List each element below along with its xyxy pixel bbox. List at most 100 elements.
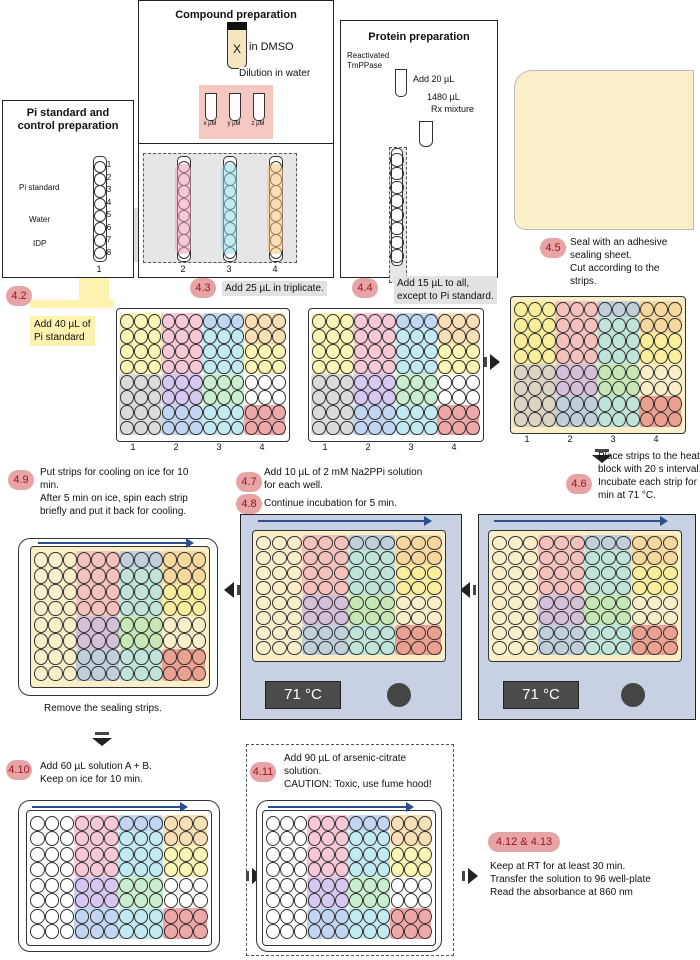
well bbox=[507, 565, 523, 581]
well bbox=[271, 595, 287, 611]
well bbox=[89, 908, 104, 924]
well bbox=[133, 405, 148, 421]
well bbox=[272, 359, 286, 375]
well bbox=[163, 846, 179, 862]
direction-arrow bbox=[268, 802, 414, 812]
well bbox=[362, 877, 377, 893]
protein-strip bbox=[390, 148, 404, 266]
well bbox=[230, 329, 245, 344]
well bbox=[279, 862, 294, 878]
well bbox=[177, 665, 192, 682]
well bbox=[93, 160, 107, 174]
well bbox=[326, 405, 340, 421]
well bbox=[362, 815, 377, 831]
well bbox=[507, 550, 523, 566]
well bbox=[279, 877, 294, 893]
well bbox=[492, 550, 508, 566]
well bbox=[418, 831, 432, 847]
well bbox=[631, 625, 647, 641]
step-4-5-badge: 4.5 bbox=[540, 238, 566, 258]
well bbox=[163, 908, 179, 924]
well bbox=[528, 412, 542, 428]
well bbox=[542, 380, 556, 396]
well bbox=[120, 616, 135, 633]
well bbox=[556, 364, 570, 381]
well bbox=[266, 877, 280, 893]
well bbox=[133, 374, 148, 390]
well bbox=[287, 535, 303, 551]
well bbox=[514, 349, 528, 365]
well bbox=[390, 846, 405, 862]
well bbox=[244, 313, 259, 329]
well bbox=[189, 344, 203, 360]
well bbox=[77, 649, 92, 666]
well-number-label: 8 bbox=[106, 247, 112, 257]
well bbox=[321, 924, 336, 940]
well bbox=[120, 633, 135, 649]
well bbox=[163, 877, 179, 893]
well bbox=[466, 405, 480, 421]
well bbox=[161, 374, 176, 390]
well bbox=[395, 610, 411, 626]
well bbox=[626, 396, 640, 412]
well bbox=[362, 908, 377, 924]
well bbox=[104, 862, 119, 878]
well bbox=[59, 846, 75, 862]
well bbox=[333, 550, 349, 566]
dilution-tube bbox=[253, 93, 265, 121]
step-4-4-text: Add 15 µL to all,except to Pi standard. bbox=[394, 276, 497, 304]
well bbox=[62, 568, 77, 584]
well bbox=[134, 815, 149, 831]
well bbox=[148, 893, 164, 909]
heater-knob-left[interactable] bbox=[387, 683, 411, 707]
well bbox=[600, 640, 616, 656]
well bbox=[120, 600, 135, 617]
well bbox=[91, 600, 106, 617]
well bbox=[424, 329, 438, 344]
well bbox=[452, 313, 466, 329]
well bbox=[362, 862, 377, 878]
well bbox=[30, 924, 45, 940]
well bbox=[148, 649, 163, 666]
well bbox=[584, 349, 598, 365]
well bbox=[244, 329, 259, 344]
well bbox=[523, 625, 539, 641]
well bbox=[256, 610, 272, 626]
strip-number-label: 4 bbox=[272, 264, 278, 274]
well bbox=[492, 625, 508, 641]
well bbox=[104, 924, 119, 940]
well bbox=[554, 625, 570, 641]
well bbox=[287, 565, 303, 581]
well bbox=[120, 568, 135, 584]
remove-sealing-text: Remove the sealing strips. bbox=[44, 703, 162, 714]
well bbox=[335, 862, 349, 878]
step-4-8-badge: 4.8 bbox=[236, 494, 262, 514]
well bbox=[48, 568, 63, 584]
strip-color bbox=[221, 164, 237, 254]
well bbox=[147, 405, 162, 421]
strip-number-label: 3 bbox=[610, 434, 616, 444]
well bbox=[30, 908, 45, 924]
well bbox=[279, 815, 294, 831]
well bbox=[258, 359, 273, 375]
well bbox=[600, 610, 616, 626]
well bbox=[616, 610, 632, 626]
well bbox=[147, 313, 162, 329]
well bbox=[335, 924, 349, 940]
heater-knob-right[interactable] bbox=[621, 683, 645, 707]
well bbox=[333, 580, 349, 596]
well bbox=[418, 908, 432, 924]
well bbox=[542, 364, 556, 381]
well bbox=[175, 420, 190, 436]
well bbox=[74, 908, 90, 924]
pi-standard-label: Pi standard bbox=[19, 183, 60, 192]
well bbox=[364, 610, 380, 626]
well bbox=[410, 390, 424, 405]
well bbox=[34, 649, 49, 666]
well bbox=[203, 390, 217, 405]
well bbox=[293, 831, 308, 847]
well bbox=[77, 616, 92, 633]
well bbox=[148, 877, 164, 893]
